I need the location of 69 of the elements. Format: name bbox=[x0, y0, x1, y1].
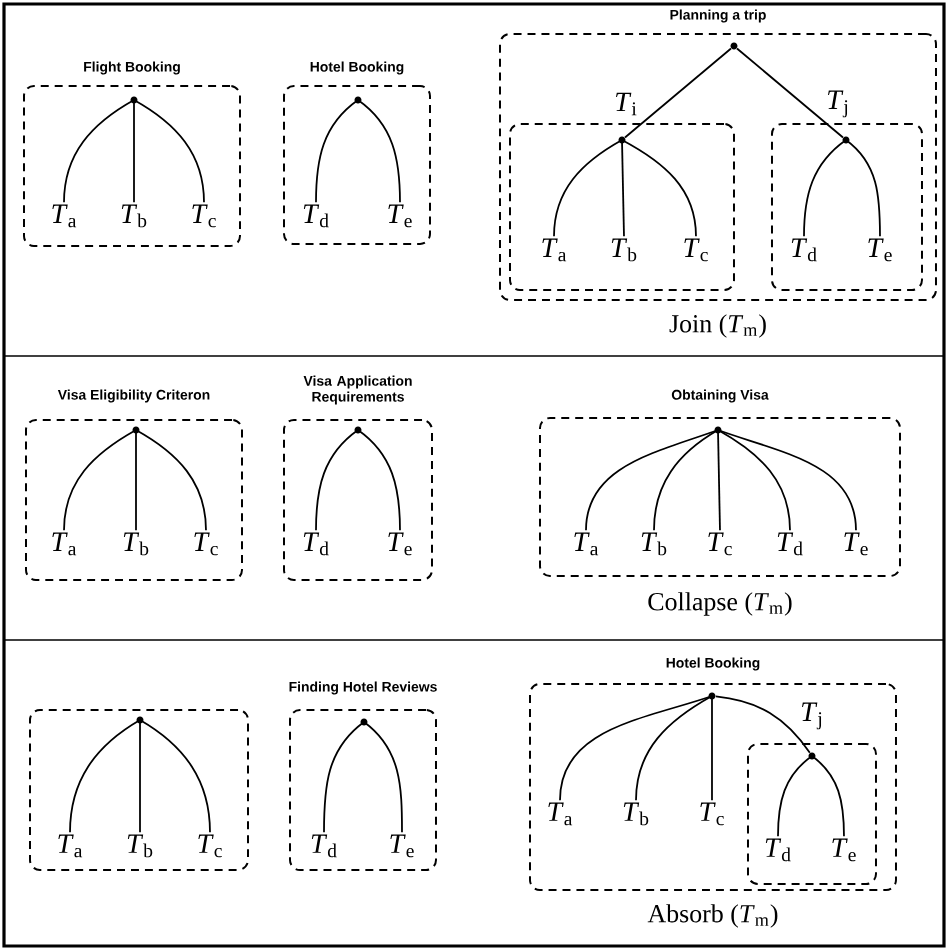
tree-branch bbox=[845, 139, 881, 238]
task-label: T$_{e}$ bbox=[388, 532, 412, 556]
tree-branch bbox=[135, 429, 137, 532]
tree-branch bbox=[653, 429, 719, 532]
tree-branch bbox=[711, 695, 713, 802]
tree-branch bbox=[133, 99, 135, 204]
tree-branch bbox=[736, 47, 844, 139]
task-label: T$_{c}$ bbox=[198, 834, 222, 858]
task-label: T$_{b}$ bbox=[623, 802, 649, 826]
tree-branch bbox=[139, 719, 211, 834]
task-label: T$_{b}$ bbox=[641, 532, 667, 556]
tree-branch bbox=[63, 429, 137, 532]
task-label: T$_{e}$ bbox=[388, 204, 412, 228]
task-label: T$_{c}$ bbox=[708, 532, 732, 556]
task-label: T$_{a}$ bbox=[548, 802, 573, 826]
edge-label: T$_{j}$ bbox=[828, 90, 848, 118]
task-label: T$_{b}$ bbox=[121, 204, 147, 228]
task-label: T$_{a}$ bbox=[52, 204, 77, 228]
tree-branch bbox=[133, 99, 205, 204]
tree-branch bbox=[624, 47, 732, 139]
task-label: T$_{d}$ bbox=[311, 834, 337, 858]
tree-branch bbox=[357, 99, 401, 204]
tree-branch bbox=[63, 99, 135, 204]
task-label: T$_{d}$ bbox=[777, 532, 803, 556]
tree-branch bbox=[323, 721, 365, 834]
tree-branch bbox=[559, 695, 713, 802]
tree-branch bbox=[585, 429, 719, 532]
task-label: T$_{e}$ bbox=[832, 838, 856, 862]
task-label: T$_{e}$ bbox=[390, 834, 414, 858]
tree-branch bbox=[717, 429, 791, 532]
tree-branch bbox=[717, 429, 721, 532]
tree-branch bbox=[717, 429, 857, 532]
operation-caption: Collapse (T$_{m}$) bbox=[648, 592, 792, 616]
edge-label: T$_{i}$ bbox=[616, 92, 637, 116]
task-label: T$_{d}$ bbox=[765, 838, 791, 862]
tree-branch bbox=[714, 695, 811, 754]
tree-branch bbox=[139, 719, 141, 834]
task-label: T$_{b}$ bbox=[611, 238, 637, 262]
tree-branch bbox=[635, 695, 713, 802]
task-label: T$_{a}$ bbox=[542, 238, 567, 262]
task-label: T$_{a}$ bbox=[52, 532, 77, 556]
task-label: T$_{d}$ bbox=[791, 238, 817, 262]
task-label: T$_{a}$ bbox=[58, 834, 83, 858]
task-label: T$_{c}$ bbox=[194, 532, 218, 556]
tree-branch bbox=[315, 99, 359, 204]
task-label: T$_{e}$ bbox=[868, 238, 892, 262]
task-label: T$_{c}$ bbox=[700, 802, 724, 826]
tree-branch bbox=[621, 139, 625, 238]
task-label: T$_{b}$ bbox=[123, 532, 149, 556]
task-label: T$_{c}$ bbox=[192, 204, 216, 228]
tree-branch bbox=[777, 755, 813, 838]
tree-branch bbox=[811, 755, 845, 838]
tree-branch bbox=[363, 721, 403, 834]
tree-branch bbox=[135, 429, 207, 532]
task-label: T$_{b}$ bbox=[127, 834, 153, 858]
task-label: T$_{e}$ bbox=[844, 532, 868, 556]
task-label: T$_{d}$ bbox=[303, 204, 329, 228]
tree-branch bbox=[621, 139, 697, 238]
task-label: T$_{c}$ bbox=[684, 238, 708, 262]
tree-branch bbox=[315, 429, 359, 532]
task-label: T$_{d}$ bbox=[303, 532, 329, 556]
edge-label: T$_{j}$ bbox=[802, 702, 822, 730]
operation-caption: Absorb (T$_{m}$) bbox=[647, 904, 778, 928]
tree-branch bbox=[803, 139, 847, 238]
tree-branch bbox=[553, 139, 623, 238]
task-label: T$_{a}$ bbox=[574, 532, 599, 556]
tree-branch bbox=[357, 429, 401, 532]
tree-branch bbox=[69, 719, 141, 834]
operation-caption: Join (T$_{m}$) bbox=[669, 314, 766, 338]
